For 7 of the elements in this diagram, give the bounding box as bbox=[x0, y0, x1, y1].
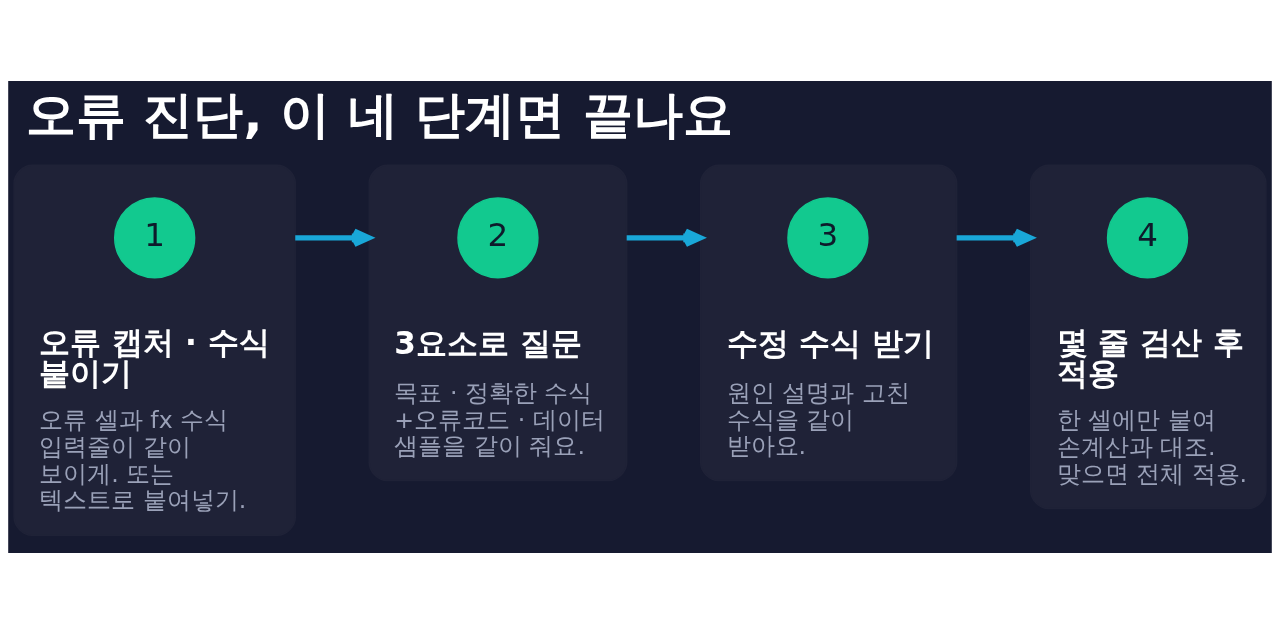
arrow bbox=[626, 228, 704, 247]
arrow bbox=[956, 228, 1034, 247]
node-circle: 4 bbox=[1106, 196, 1189, 279]
node-circle: 2 bbox=[457, 196, 539, 279]
diagram-title: 오류 진단, 이 네 단계면 끝나요 bbox=[25, 84, 733, 144]
node-circle: 1 bbox=[114, 196, 196, 279]
node-circle: 3 bbox=[787, 196, 869, 279]
